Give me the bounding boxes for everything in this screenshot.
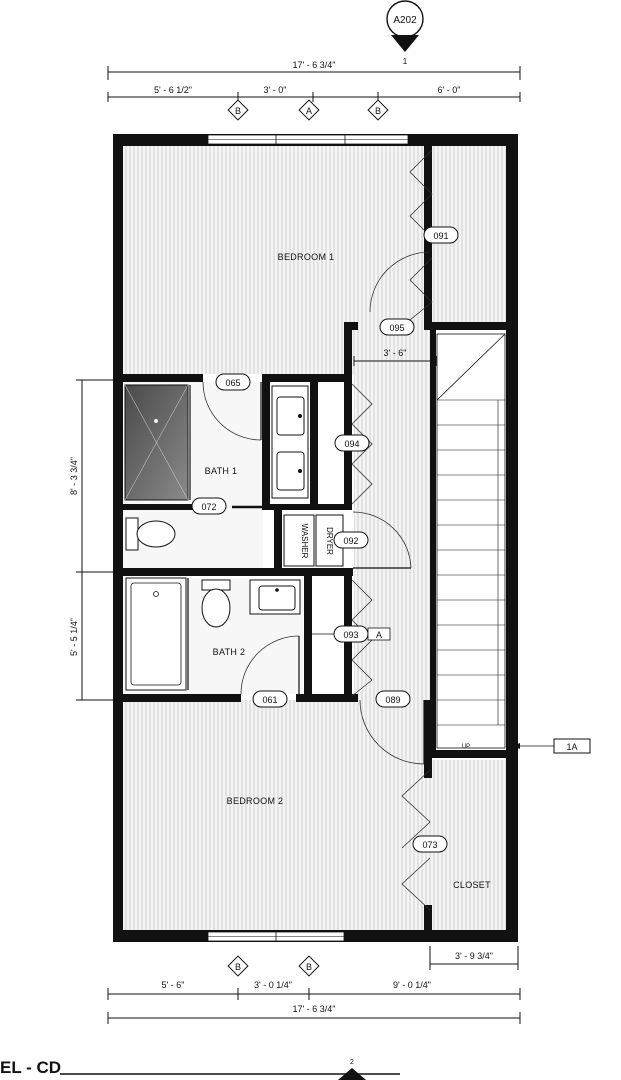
svg-text:094: 094 [344, 439, 359, 449]
svg-text:095: 095 [389, 323, 404, 333]
room-bedroom-2: BEDROOM 2 [227, 796, 284, 806]
room-bath-1: BATH 1 [205, 466, 238, 476]
svg-text:093: 093 [343, 630, 358, 640]
room-closet: CLOSET [453, 880, 491, 890]
room-bedroom-1: BEDROOM 1 [278, 252, 335, 262]
window-tags-bottom: B B [227, 955, 320, 977]
hall-dimension: 3' - 6" [353, 348, 437, 366]
svg-text:073: 073 [422, 840, 437, 850]
svg-text:089: 089 [385, 695, 400, 705]
svg-text:B: B [235, 962, 241, 972]
door-tag-091: 091 [423, 226, 459, 244]
section-number: 1 [403, 57, 408, 66]
footer: EL - CD 2 [0, 1058, 400, 1080]
svg-text:065: 065 [225, 378, 240, 388]
door-tag-092: 092 [333, 531, 369, 549]
footer-title: EL - CD [0, 1058, 61, 1077]
door-tag-089: 089 [375, 690, 411, 708]
dim-bottom-seg2: 3' - 0 1/4" [254, 980, 292, 990]
door-tag-065: 065 [215, 373, 251, 391]
closet-dimension: 3' - 9 3/4" [429, 946, 519, 970]
svg-text:092: 092 [343, 536, 358, 546]
dim-bottom-seg1: 5' - 6" [162, 980, 185, 990]
section-label: A202 [393, 15, 417, 26]
left-dimensions: 8' - 3 3/4" 5' - 5 1/4" [69, 379, 115, 701]
room-labels: BEDROOM 1 BATH 1 BATH 2 BEDROOM 2 CLOSET [205, 252, 491, 890]
dim-left-lower: 5' - 5 1/4" [69, 618, 79, 656]
bottom-dimensions: 5' - 6" 3' - 0 1/4" 9' - 0 1/4" 17' - 6 … [107, 980, 521, 1024]
door-tag-073: 073 [412, 835, 448, 853]
svg-text:B: B [235, 106, 241, 116]
door-tag-093: 093 A [306, 625, 391, 643]
doors [202, 149, 433, 911]
room-bath-2: BATH 2 [213, 647, 246, 657]
stair: UP [436, 333, 506, 750]
door-tag-094: 094 [334, 434, 370, 452]
svg-text:061: 061 [262, 695, 277, 705]
dim-top-seg1: 5' - 6 1/2" [154, 85, 192, 95]
stair-up-label: UP [462, 744, 470, 750]
dim-left-upper: 8' - 3 3/4" [69, 457, 79, 495]
svg-text:B: B [306, 962, 312, 972]
window-tag-bottom-2: B [298, 955, 320, 977]
dim-hall: 3' - 6" [384, 348, 407, 358]
dim-bottom-overall: 17' - 6 3/4" [293, 1004, 336, 1014]
svg-text:A: A [376, 630, 382, 640]
window-tag-bottom-1: B [227, 955, 249, 977]
window-tag-top-3: B [367, 99, 389, 121]
dim-top-seg2: 3' - 0" [264, 85, 287, 95]
top-dimensions: 17' - 6 3/4" 5' - 6 1/2" 3' - 0" 6' - 0" [107, 60, 521, 102]
exterior-walls [113, 134, 518, 942]
svg-text:091: 091 [433, 231, 448, 241]
section-marker-top: A202 1 [386, 0, 424, 66]
svg-text:B: B [375, 106, 381, 116]
door-tags: 091 095 065 094 072 092 093 A 061 089 07… [191, 226, 459, 853]
washer-label: WASHER [300, 524, 309, 559]
footer-number: 2 [350, 1059, 354, 1066]
svg-text:A: A [306, 106, 312, 116]
dim-bottom-seg3: 9' - 0 1/4" [393, 980, 431, 990]
dim-top-seg3: 6' - 0" [438, 85, 461, 95]
dim-closet: 3' - 9 3/4" [455, 951, 493, 961]
stair-callout-label: 1A [566, 742, 577, 752]
door-tag-072: 072 [191, 497, 227, 515]
interior-walls [123, 146, 506, 930]
dim-top-overall: 17' - 6 3/4" [293, 60, 336, 70]
bath2-fixtures [125, 577, 301, 691]
door-tag-095: 095 [379, 318, 415, 336]
window-tag-top-1: B [227, 99, 249, 121]
stair-callout: 1A [512, 738, 591, 754]
dryer-label: DRYER [325, 527, 334, 555]
door-tag-061: 061 [252, 690, 288, 708]
bath1-fixtures [124, 384, 309, 551]
window-tag-top-2: A [298, 99, 320, 121]
window-tags-top: B A B [227, 99, 389, 121]
svg-text:072: 072 [201, 502, 216, 512]
